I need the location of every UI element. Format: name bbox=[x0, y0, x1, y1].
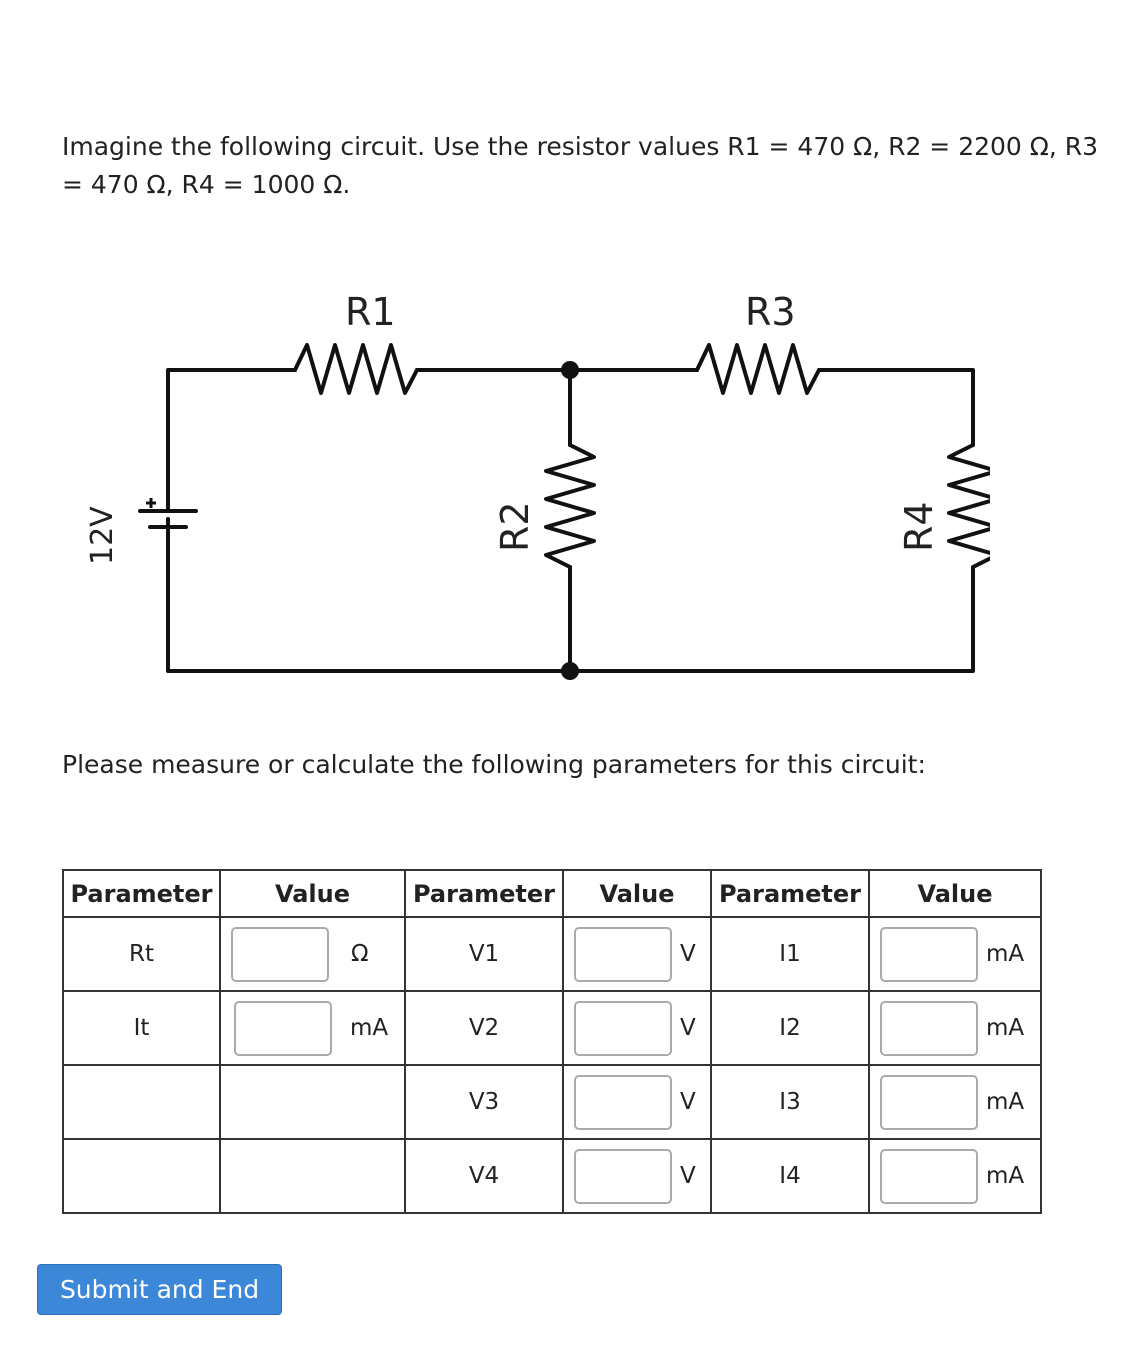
i3-input[interactable] bbox=[880, 1074, 978, 1130]
value-cell: V bbox=[562, 916, 712, 992]
wire-bottom-left bbox=[166, 525, 572, 673]
param-label: I4 bbox=[710, 1138, 870, 1214]
resistor-r1 bbox=[293, 343, 419, 395]
wire-right-bottom bbox=[568, 565, 975, 673]
i2-input[interactable] bbox=[880, 1000, 978, 1056]
it-input[interactable] bbox=[234, 1000, 332, 1056]
header-parameter-3: Parameter bbox=[710, 869, 870, 918]
value-cell: Ω bbox=[219, 916, 406, 992]
battery-plus-mark bbox=[146, 498, 156, 508]
param-label bbox=[62, 1064, 221, 1140]
table-row: Rt Ω V1 V I1 mA bbox=[62, 916, 1042, 992]
rt-input[interactable] bbox=[231, 926, 329, 982]
param-label: V3 bbox=[404, 1064, 564, 1140]
label-r4: R4 bbox=[897, 501, 941, 552]
v1-input[interactable] bbox=[574, 926, 672, 982]
param-label: V1 bbox=[404, 916, 564, 992]
param-label: Rt bbox=[62, 916, 221, 992]
unit-label: V bbox=[680, 1163, 696, 1189]
param-label: I1 bbox=[710, 916, 870, 992]
value-cell: V bbox=[562, 1138, 712, 1214]
header-parameter-1: Parameter bbox=[62, 869, 221, 918]
value-cell: mA bbox=[868, 1138, 1042, 1214]
label-r2: R2 bbox=[493, 501, 537, 552]
value-cell: mA bbox=[868, 1064, 1042, 1140]
value-cell: mA bbox=[868, 916, 1042, 992]
label-r3: R3 bbox=[745, 290, 796, 334]
unit-label: mA bbox=[986, 1163, 1025, 1189]
param-label: I3 bbox=[710, 1064, 870, 1140]
param-label: It bbox=[62, 990, 221, 1066]
value-cell: mA bbox=[219, 990, 406, 1066]
param-label: V4 bbox=[404, 1138, 564, 1214]
param-label: V2 bbox=[404, 990, 564, 1066]
label-battery: 12V bbox=[85, 506, 120, 565]
wire-right-top bbox=[817, 368, 975, 447]
submit-and-end-button[interactable]: Submit and End bbox=[37, 1264, 282, 1315]
node-bottom bbox=[561, 662, 579, 680]
unit-label: mA bbox=[350, 1015, 389, 1041]
header-value-3: Value bbox=[868, 869, 1042, 918]
prompt-text: Please measure or calculate the followin… bbox=[62, 750, 926, 779]
parameters-table: Parameter Value Parameter Value Paramete… bbox=[62, 869, 1042, 1214]
v4-input[interactable] bbox=[574, 1148, 672, 1204]
table-row: It mA V2 V I2 mA bbox=[62, 990, 1042, 1066]
label-r1: R1 bbox=[345, 290, 396, 334]
node-top bbox=[561, 361, 579, 379]
unit-label: V bbox=[680, 1015, 696, 1041]
header-value-1: Value bbox=[219, 869, 406, 918]
resistor-r4 bbox=[947, 443, 990, 569]
value-cell-empty bbox=[219, 1138, 406, 1214]
table-row: V3 V I3 mA bbox=[62, 1064, 1042, 1140]
value-cell: V bbox=[562, 990, 712, 1066]
unit-label: mA bbox=[986, 1015, 1025, 1041]
v2-input[interactable] bbox=[574, 1000, 672, 1056]
i1-input[interactable] bbox=[880, 926, 978, 982]
value-cell: mA bbox=[868, 990, 1042, 1066]
intro-text: Imagine the following circuit. Use the r… bbox=[62, 132, 1099, 199]
unit-label: mA bbox=[986, 1089, 1025, 1115]
table-header-row: Parameter Value Parameter Value Paramete… bbox=[62, 869, 1042, 918]
circuit-diagram: R1 R3 R2 R4 12V bbox=[85, 290, 990, 680]
i4-input[interactable] bbox=[880, 1148, 978, 1204]
unit-label: V bbox=[680, 1089, 696, 1115]
resistor-r2 bbox=[544, 443, 596, 569]
table-row: V4 V I4 mA bbox=[62, 1138, 1042, 1214]
resistor-r3 bbox=[695, 343, 821, 395]
param-label bbox=[62, 1138, 221, 1214]
unit-label: V bbox=[680, 941, 696, 967]
unit-label: Ω bbox=[351, 941, 369, 967]
v3-input[interactable] bbox=[574, 1074, 672, 1130]
wire-left-top bbox=[166, 368, 297, 505]
param-label: I2 bbox=[710, 990, 870, 1066]
value-cell-empty bbox=[219, 1064, 406, 1140]
value-cell: V bbox=[562, 1064, 712, 1140]
header-value-2: Value bbox=[562, 869, 712, 918]
header-parameter-2: Parameter bbox=[404, 869, 564, 918]
unit-label: mA bbox=[986, 941, 1025, 967]
